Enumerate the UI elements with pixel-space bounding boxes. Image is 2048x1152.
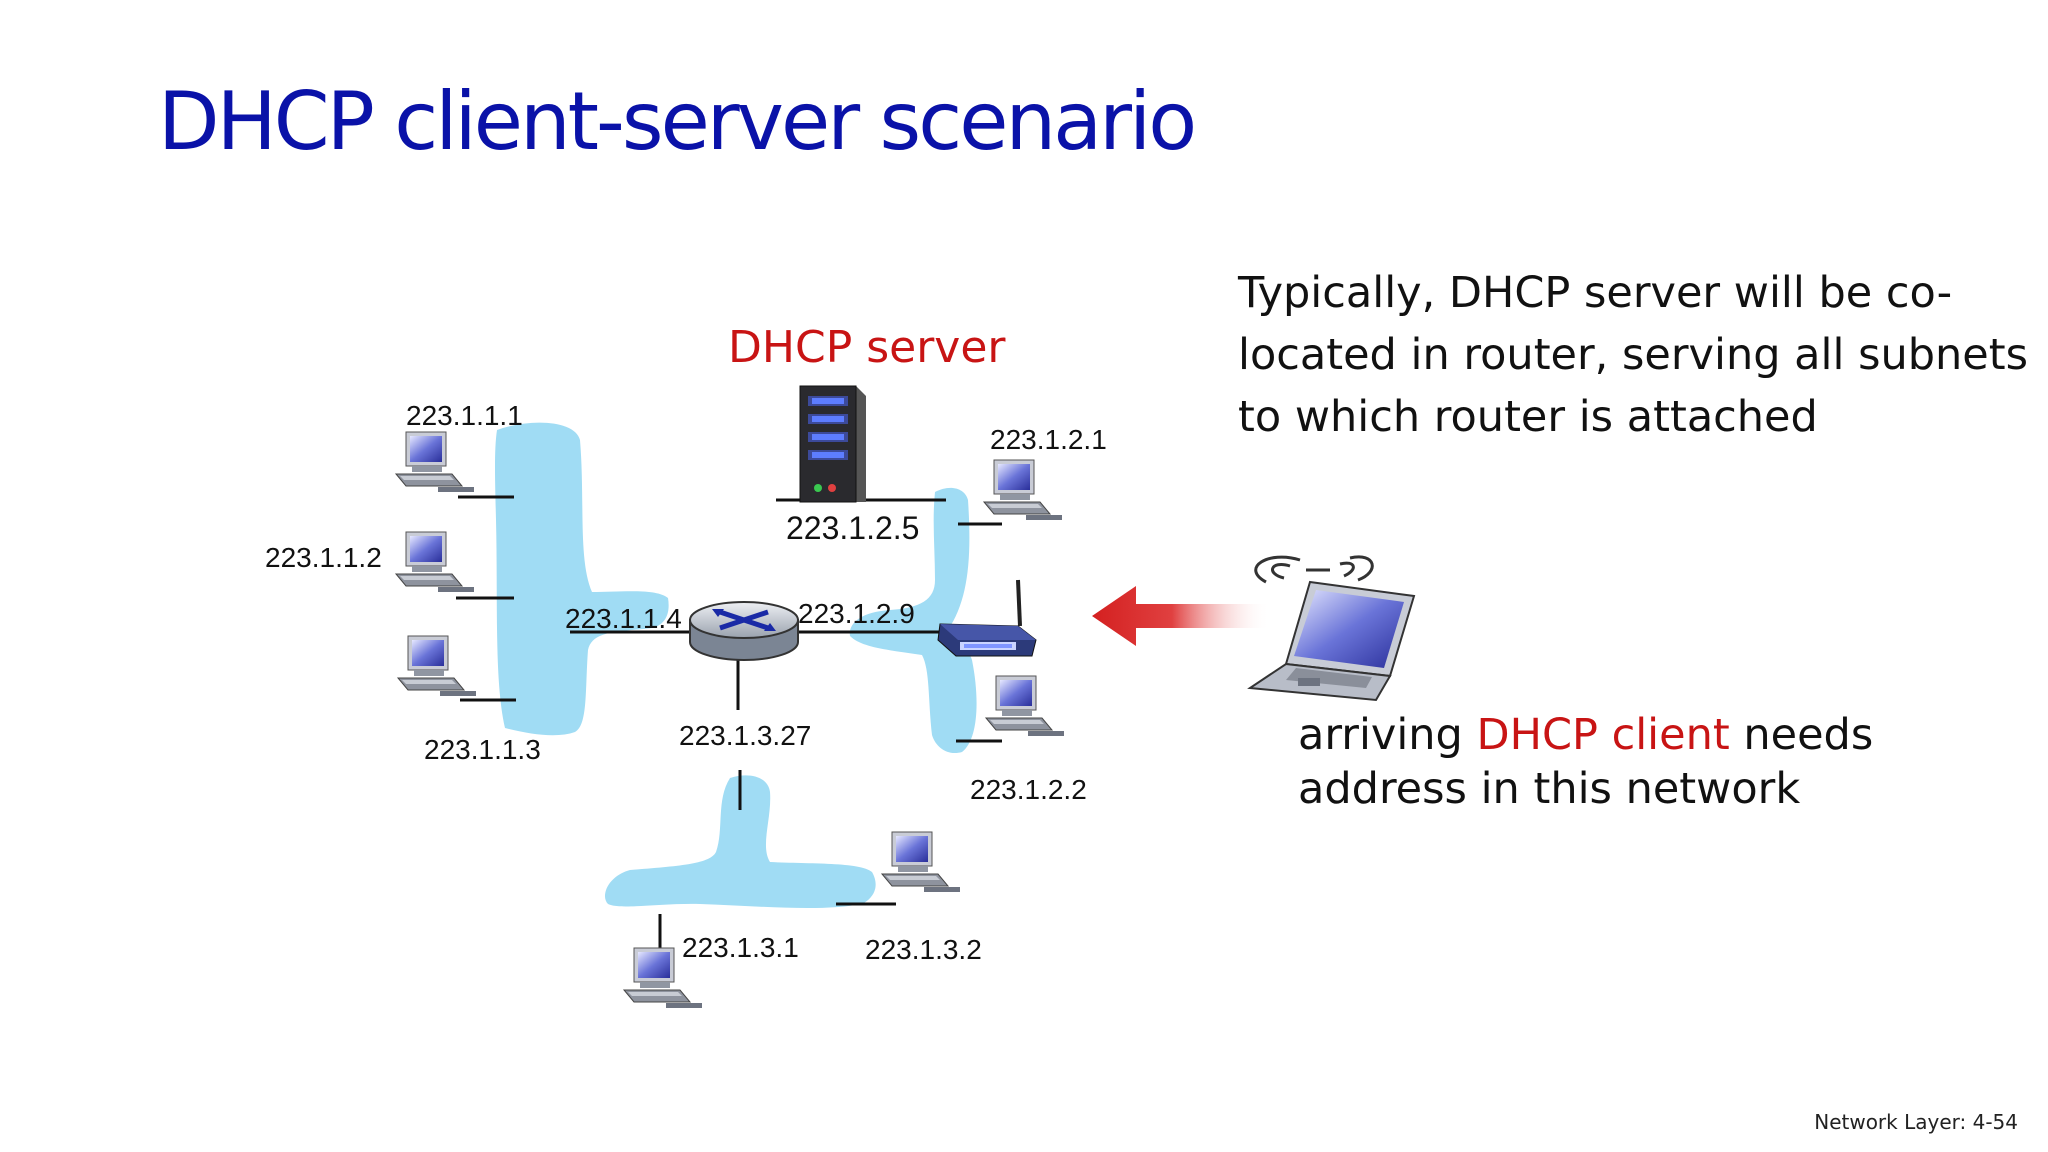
client-note: arriving DHCP client needs address in th… — [1298, 708, 1873, 816]
subnet-3-blob — [604, 775, 876, 909]
host-address-label: 223.1.3.2 — [865, 934, 982, 965]
desktop-computer-icon — [397, 635, 477, 697]
desktop-computer-icon — [395, 431, 475, 493]
host-address-label: 223.1.1.3 — [424, 734, 541, 765]
router-interface-label: 223.1.1.4 — [565, 603, 682, 634]
host-address-label: 223.1.2.2 — [970, 774, 1087, 805]
router-interface-label: 223.1.3.27 — [679, 720, 812, 751]
client-note-line-2: address in this network — [1298, 764, 1801, 814]
wifi-signal-icon — [1254, 555, 1374, 584]
server-icon — [799, 385, 866, 503]
slide-title: DHCP client-server scenario — [158, 75, 1197, 168]
router-icon — [689, 601, 799, 661]
server-address-label: 223.1.2.5 — [786, 510, 920, 546]
client-note-prefix: arriving — [1298, 710, 1477, 760]
host-address-label: 223.1.1.2 — [265, 542, 382, 573]
router-note-line: to which router is attached — [1238, 392, 1818, 442]
client-note-suffix: needs — [1729, 710, 1874, 760]
left-arrow-icon — [1092, 586, 1270, 646]
router-note-line: located in router, serving all subnets — [1238, 330, 2028, 380]
subnet-1-blob — [495, 422, 669, 736]
client-note-highlight: DHCP client — [1476, 710, 1730, 760]
router-note-line: Typically, DHCP server will be co- — [1238, 268, 1953, 318]
slide-footer: Network Layer: 4-54 — [1814, 1110, 2018, 1134]
router-note: Typically, DHCP server will be co- locat… — [1238, 262, 2028, 448]
host-address-label: 223.1.3.1 — [682, 932, 799, 963]
wireless-router-icon — [937, 579, 1037, 657]
host-address-label: 223.1.2.1 — [990, 424, 1107, 455]
dhcp-server-label: DHCP server — [728, 322, 1006, 373]
subnet-2-blob — [849, 487, 977, 754]
host-address-label: 223.1.1.1 — [406, 400, 523, 431]
desktop-computer-icon — [395, 531, 475, 593]
network-links — [456, 495, 1002, 950]
laptop-icon — [1247, 580, 1416, 702]
router-interface-label: 223.1.2.9 — [798, 598, 915, 629]
client-note-line-1: arriving DHCP client needs — [1298, 708, 1873, 762]
desktop-computer-icon — [985, 675, 1065, 737]
desktop-computer-icon — [983, 459, 1063, 521]
desktop-computer-icon — [881, 831, 961, 893]
